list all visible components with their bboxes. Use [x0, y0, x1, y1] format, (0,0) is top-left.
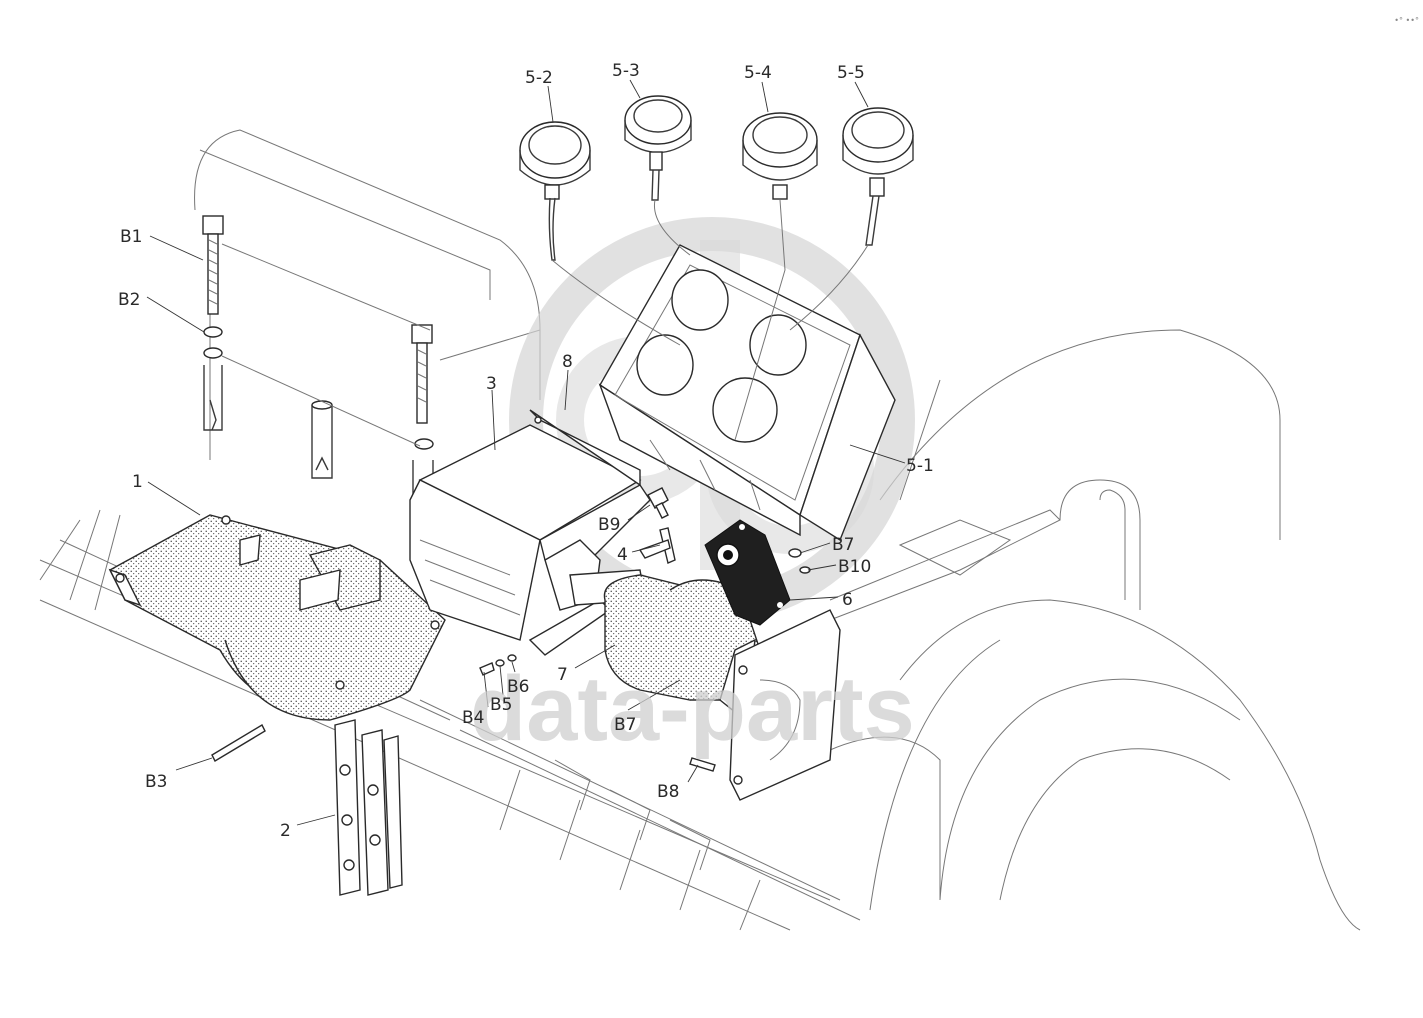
- mount-plate: [729, 609, 841, 801]
- gauge-5-4: [734, 112, 818, 441]
- label-2: 2: [280, 821, 291, 841]
- label-5-5: 5-5: [837, 63, 865, 83]
- spacer-post: [311, 400, 333, 479]
- part-2-strip-plates: [334, 719, 403, 896]
- label-5-2: 5-2: [525, 68, 553, 88]
- label-b8: B8: [657, 782, 679, 802]
- label-4: 4: [617, 545, 628, 565]
- label-b6: B6: [507, 677, 529, 697]
- alignment-line-1: [221, 243, 431, 331]
- label-7: 7: [557, 665, 568, 685]
- label-3: 3: [486, 374, 497, 394]
- label-b3: B3: [145, 772, 167, 792]
- leader-lines: [146, 79, 906, 826]
- part-5-1-gauge-panel: [598, 244, 896, 542]
- label-1: 1: [132, 472, 143, 492]
- alignment-line-2: [221, 355, 421, 447]
- label-b10: B10: [838, 557, 871, 577]
- label-b5: B5: [490, 695, 512, 715]
- stud-b3: [211, 724, 266, 762]
- gauge-5-5: [789, 107, 914, 331]
- label-b1: B1: [120, 227, 142, 247]
- bolt-right: [411, 324, 434, 501]
- gauge-5-3: [624, 95, 692, 256]
- part-3-cover: [409, 409, 651, 656]
- label-b9: B9: [598, 515, 620, 535]
- label-5-3: 5-3: [612, 61, 640, 81]
- label-6: 6: [842, 590, 853, 610]
- part-1-lower-shroud: [108, 514, 446, 721]
- bolt-b1: [202, 215, 224, 431]
- corner-mark: •° ••°: [1394, 16, 1419, 25]
- label-b2: B2: [118, 290, 140, 310]
- part-labels: 5-2 5-3 5-4 5-5 B1 B2 8 3 1 5-1 B9 4 B7 …: [118, 61, 934, 841]
- label-b4: B4: [462, 708, 484, 728]
- watermark-text: data-parts: [470, 658, 915, 760]
- label-5-1: 5-1: [906, 456, 934, 476]
- gauge-5-2: [519, 121, 681, 346]
- label-8: 8: [562, 352, 573, 372]
- label-b7-top: B7: [832, 535, 854, 555]
- label-5-4: 5-4: [744, 63, 772, 83]
- label-b7-bottom: B7: [614, 715, 636, 735]
